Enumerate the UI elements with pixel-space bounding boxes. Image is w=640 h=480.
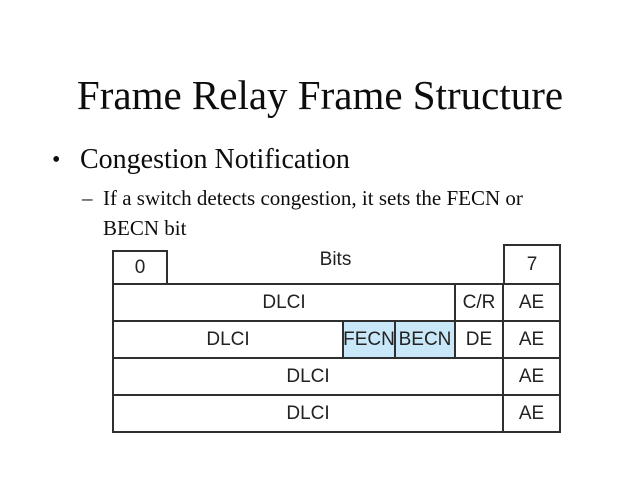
ae-cell: AE <box>502 322 559 357</box>
dlci-cell: DLCI <box>262 291 306 313</box>
de-cell: DE <box>454 322 502 357</box>
bits-header-row: 0 Bits 7 <box>112 244 561 283</box>
ae-cell: AE <box>502 359 559 394</box>
frame-structure-diagram: 0 Bits 7 DLCI C/R AE DLCI FECN BECN DE A… <box>112 244 561 433</box>
bit-0-cell: 0 <box>112 250 168 283</box>
fecn-cell: FECN <box>342 322 395 357</box>
bits-label: Bits <box>319 249 352 270</box>
bit-7-cell: 7 <box>503 244 561 283</box>
slide-title: Frame Relay Frame Structure <box>76 72 564 118</box>
dlci-cell: DLCI <box>286 402 330 424</box>
table-row: DLCI FECN BECN DE AE <box>112 320 561 359</box>
bullet-dot-icon: • <box>52 147 61 173</box>
ae-cell: AE <box>502 285 559 320</box>
table-row: DLCI AE <box>112 394 561 433</box>
cr-cell: C/R <box>454 285 502 320</box>
dash-icon: – <box>82 186 93 210</box>
dlci-cell: DLCI <box>286 365 330 387</box>
sub-bullet-label: If a switch detects congestion, it sets … <box>103 186 523 240</box>
becn-cell: BECN <box>394 322 454 357</box>
table-row: DLCI C/R AE <box>112 283 561 322</box>
bullet-label: Congestion Notification <box>80 144 350 175</box>
ae-cell: AE <box>502 396 559 431</box>
sub-bullet-item: – If a switch detects congestion, it set… <box>82 183 541 243</box>
dlci-cell: DLCI <box>206 328 250 350</box>
bullet-item: • Congestion Notification <box>52 142 350 178</box>
table-row: DLCI AE <box>112 357 561 396</box>
